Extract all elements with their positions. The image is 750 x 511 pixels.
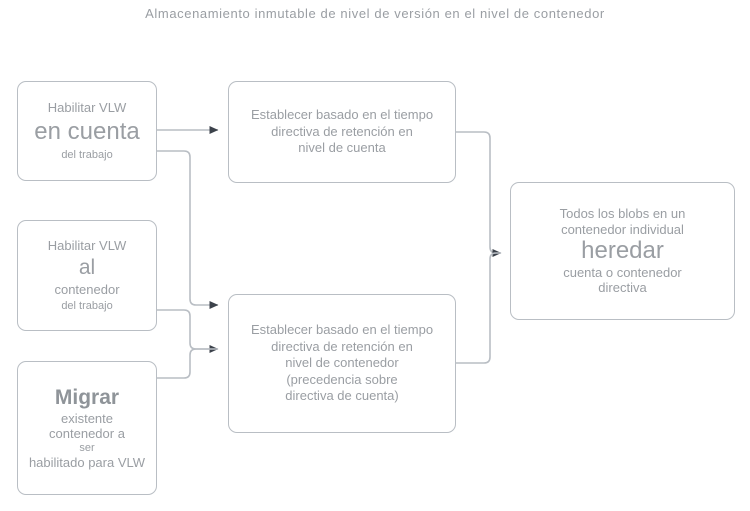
diagram-title: Almacenamiento inmutable de nivel de ver… bbox=[145, 6, 605, 21]
connector-enable-container-to-container-policy bbox=[157, 309, 219, 353]
connector-enable-account-to-container-policy bbox=[157, 150, 219, 309]
node-enable-vlw-container[interactable]: Habilitar VLW al contenedor del trabajo bbox=[17, 220, 157, 331]
connector-account-policy-to-blobs-inherit bbox=[456, 131, 502, 257]
connector-container-policy-to-blobs-inherit bbox=[456, 252, 501, 364]
node-line: directiva bbox=[598, 280, 647, 296]
node-line: Habilitar VLW bbox=[47, 238, 127, 254]
node-line: Habilitar VLW bbox=[47, 100, 127, 116]
node-line-emphasis: en cuenta bbox=[34, 117, 140, 145]
node-blobs-inherit-policy[interactable]: Todos los blobs en un contenedor individ… bbox=[510, 182, 735, 320]
node-line-emphasis: al bbox=[78, 256, 96, 280]
node-line-emphasis: heredar bbox=[581, 236, 664, 264]
node-set-account-level-retention-policy[interactable]: Establecer basado en el tiempo directiva… bbox=[228, 81, 456, 183]
node-line: contenedor individual bbox=[561, 221, 684, 237]
node-line: Establecer basado en el tiempo bbox=[250, 107, 434, 123]
node-line: del trabajo bbox=[61, 148, 113, 161]
node-line: existente bbox=[60, 410, 114, 426]
node-line: directiva de retención en bbox=[271, 338, 413, 354]
node-line: directiva de retención en bbox=[271, 123, 413, 139]
node-line-emphasis: Migrar bbox=[54, 386, 120, 410]
node-line: contenedor a bbox=[49, 426, 125, 442]
connector-migrate-to-container-policy bbox=[157, 348, 218, 379]
node-line: del trabajo bbox=[61, 299, 113, 312]
node-enable-vlw-account[interactable]: Habilitar VLW en cuenta del trabajo bbox=[17, 81, 157, 181]
node-line: contenedor bbox=[54, 281, 120, 297]
node-line: nivel de contenedor bbox=[285, 355, 399, 371]
node-migrate-existing-container[interactable]: Migrar existente contenedor a ser habili… bbox=[17, 361, 157, 495]
node-line: cuenta o contenedor bbox=[563, 265, 682, 281]
node-line: (precedencia sobre bbox=[286, 371, 398, 387]
node-set-container-level-retention-policy[interactable]: Establecer basado en el tiempo directiva… bbox=[228, 294, 456, 433]
node-line: Establecer basado en el tiempo bbox=[250, 321, 434, 337]
node-line: nivel de cuenta bbox=[298, 140, 386, 156]
node-line: habilitado para VLW bbox=[28, 454, 146, 470]
node-line: ser bbox=[79, 441, 95, 454]
node-line: directiva de cuenta) bbox=[285, 388, 399, 404]
node-line: Todos los blobs en un bbox=[559, 206, 686, 222]
